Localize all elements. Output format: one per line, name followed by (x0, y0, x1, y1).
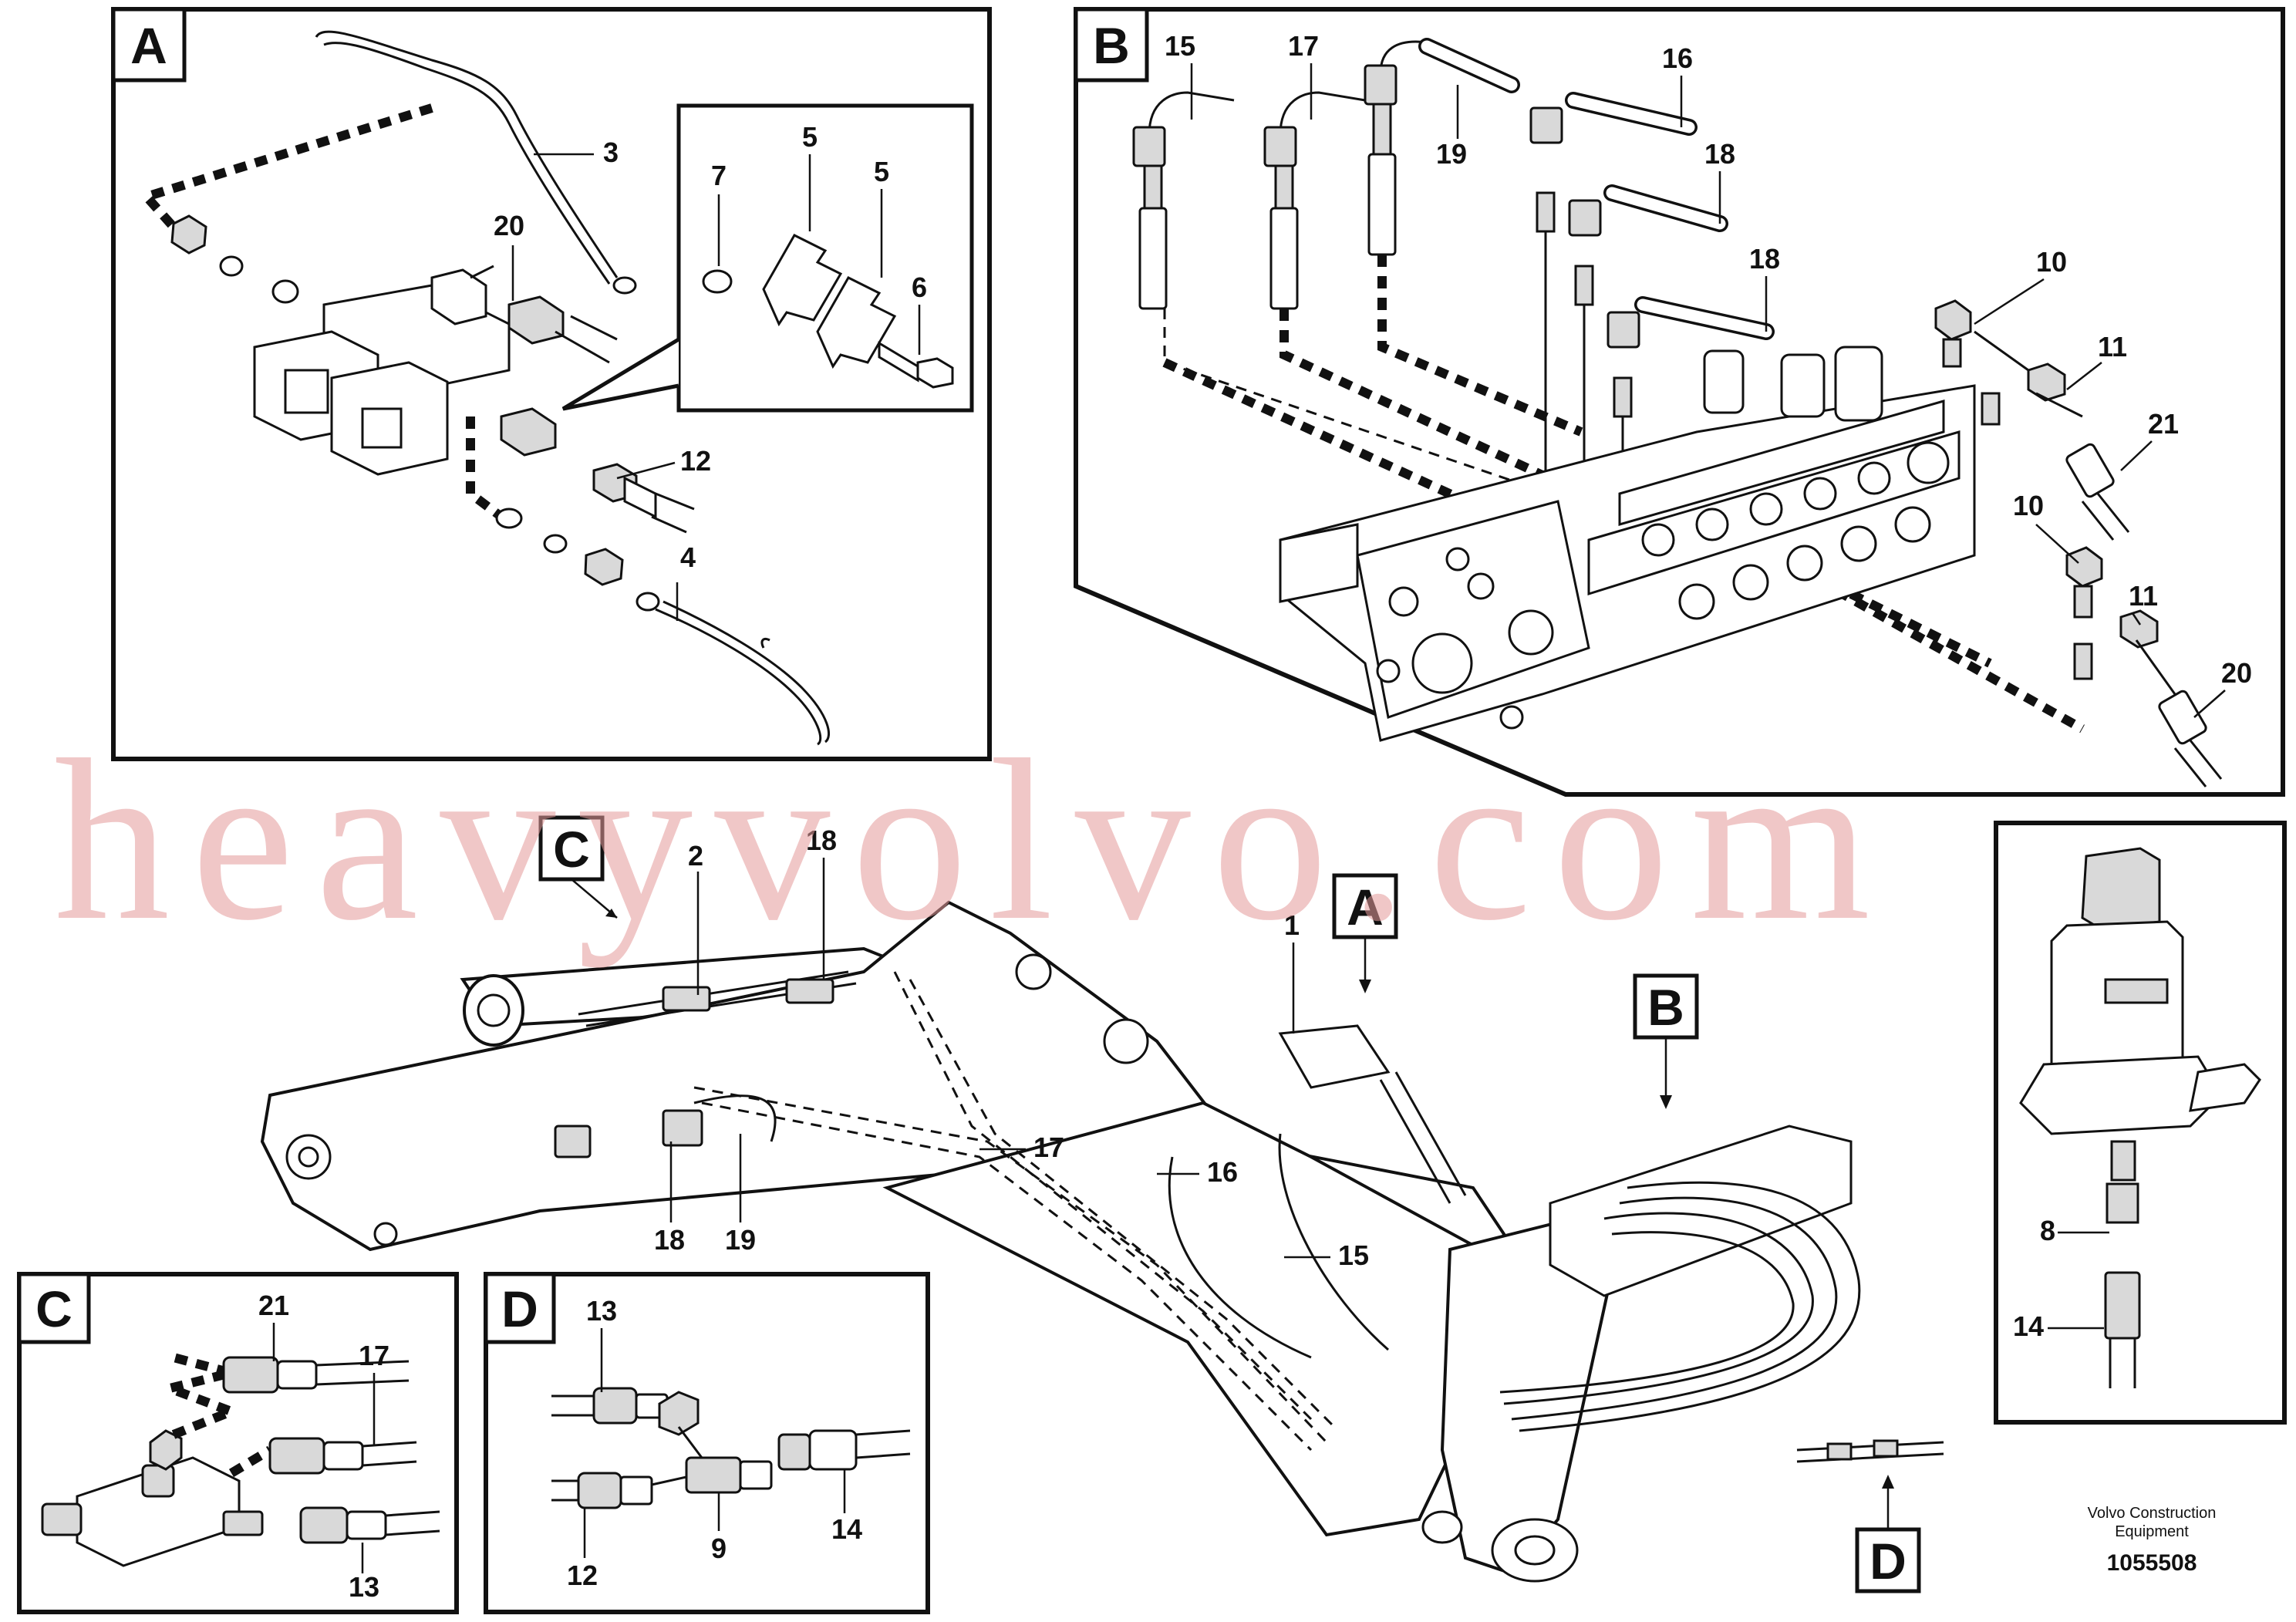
callout-17-c: 17 (359, 1340, 389, 1371)
document-number: 1055508 (2107, 1550, 2197, 1576)
watermark: heavyvolvo.com (54, 712, 1892, 969)
connection-dash-a2 (466, 416, 504, 521)
fitting-21-c (222, 1356, 279, 1394)
callout-9-d: 9 (711, 1533, 727, 1564)
washer-7 (702, 269, 733, 294)
hose-fitting-14 (2104, 1271, 2141, 1340)
callout-5-b: 5 (874, 156, 889, 187)
callout-21-c: 21 (258, 1290, 289, 1321)
credit-line-1: Volvo Construction (2088, 1505, 2217, 1522)
callout-6: 6 (912, 271, 927, 303)
callout-19-main: 19 (725, 1224, 756, 1256)
pipe-4 (655, 608, 822, 746)
main-boom-view: C A B D 2 18 1 17 16 15 18 19 (260, 815, 1944, 1593)
main-valve-block (1549, 1125, 1853, 1297)
clip-5a (762, 234, 843, 327)
sensor-connector (2081, 847, 2161, 931)
panel-a-inset (676, 103, 974, 413)
detail-panel-b: B (1074, 7, 2285, 797)
callout-3: 3 (603, 137, 619, 168)
panel-a-inset-pointer (561, 337, 680, 411)
fitting-13-c (299, 1506, 349, 1544)
panel-a-letter-box (111, 7, 187, 83)
clip-5b (816, 276, 897, 369)
callout-11-a: 11 (2098, 331, 2127, 363)
callout-11-b: 11 (2129, 580, 2158, 612)
fitting-17-c (268, 1437, 325, 1475)
callout-17-b: 17 (1288, 30, 1319, 62)
hose-fitting-19 (1364, 40, 1512, 256)
panel-c-frame (17, 1272, 459, 1614)
detail-panel-d: D 13 12 9 14 (484, 1272, 930, 1614)
fitting-13-d (592, 1387, 638, 1425)
callout-13-d: 13 (586, 1295, 617, 1327)
callout-21-b: 21 (2148, 408, 2179, 440)
callout-14-d: 14 (831, 1513, 862, 1545)
fitting-14-d (808, 1429, 858, 1471)
boom-lower (882, 1101, 1514, 1537)
marker-c: C (553, 821, 590, 878)
detail-panel-sensor: 8 14 (1994, 821, 2287, 1425)
tee-fitting-9 (685, 1456, 742, 1494)
callout-1: 1 (1284, 909, 1300, 941)
callout-10-b: 10 (2013, 490, 2044, 521)
sensor-tab (2189, 1063, 2261, 1112)
fittings-right-lower (2065, 546, 2223, 787)
marker-a: A (1347, 878, 1384, 936)
callout-8: 8 (2040, 1215, 2055, 1246)
nut-fitting (170, 214, 207, 255)
panel-d-letter-box (484, 1272, 556, 1344)
callout-12: 12 (680, 445, 711, 477)
marker-b: B (1647, 979, 1684, 1036)
marker-b-box (1633, 973, 1699, 1040)
callout-16-b: 16 (1662, 42, 1693, 74)
panel-c-letter-box (17, 1272, 91, 1344)
callout-18-b2: 18 (1749, 243, 1780, 275)
panel-b-letter: B (1093, 17, 1130, 74)
hose-fitting-17 (1263, 91, 1366, 310)
callout-13-c: 13 (349, 1571, 379, 1603)
connection-dash-a1 (138, 103, 433, 234)
detail-panel-c: C 21 17 13 (17, 1272, 459, 1614)
panel-c-letter: C (35, 1280, 72, 1337)
fittings-right-upper (1934, 299, 2130, 541)
callout-15-main: 15 (1338, 1239, 1369, 1271)
callout-18-bottom: 18 (654, 1224, 685, 1256)
control-valve (1279, 346, 1976, 742)
detail-panel-a: A (111, 7, 992, 761)
pipe-3 (315, 30, 619, 278)
callout-12-d: 12 (567, 1560, 598, 1591)
hose-bundle (1503, 1212, 1814, 1405)
callout-7: 7 (711, 160, 727, 191)
callout-16-main: 16 (1207, 1156, 1238, 1188)
elbow-fitting (430, 268, 487, 325)
callout-17-main: 17 (1033, 1131, 1064, 1163)
credit-line-2: Equipment (2115, 1523, 2189, 1540)
fitting-to-12 (500, 407, 557, 457)
callout-10-a: 10 (2036, 246, 2067, 278)
bolt-6 (878, 341, 919, 383)
marker-c-box (538, 815, 605, 882)
sensor-flange (2019, 1055, 2223, 1135)
panel-a-letter: A (130, 17, 167, 74)
panel-d-letter: D (501, 1280, 538, 1337)
callout-14-s: 14 (2013, 1310, 2044, 1342)
callout-20-b: 20 (2221, 657, 2252, 689)
callout-5-a: 5 (802, 121, 818, 153)
callout-2: 2 (688, 840, 703, 872)
callout-20-a: 20 (494, 210, 524, 241)
callout-4: 4 (680, 541, 696, 573)
callout-18-b1: 18 (1704, 138, 1735, 170)
callout-15-b: 15 (1165, 30, 1195, 62)
callout-18-top: 18 (806, 824, 837, 856)
panel-b-letter-box (1074, 7, 1149, 83)
marker-d: D (1870, 1533, 1907, 1590)
callout-19-b: 19 (1436, 138, 1467, 170)
hose-fitting-15 (1132, 91, 1235, 310)
fitting-12-d (577, 1472, 622, 1509)
